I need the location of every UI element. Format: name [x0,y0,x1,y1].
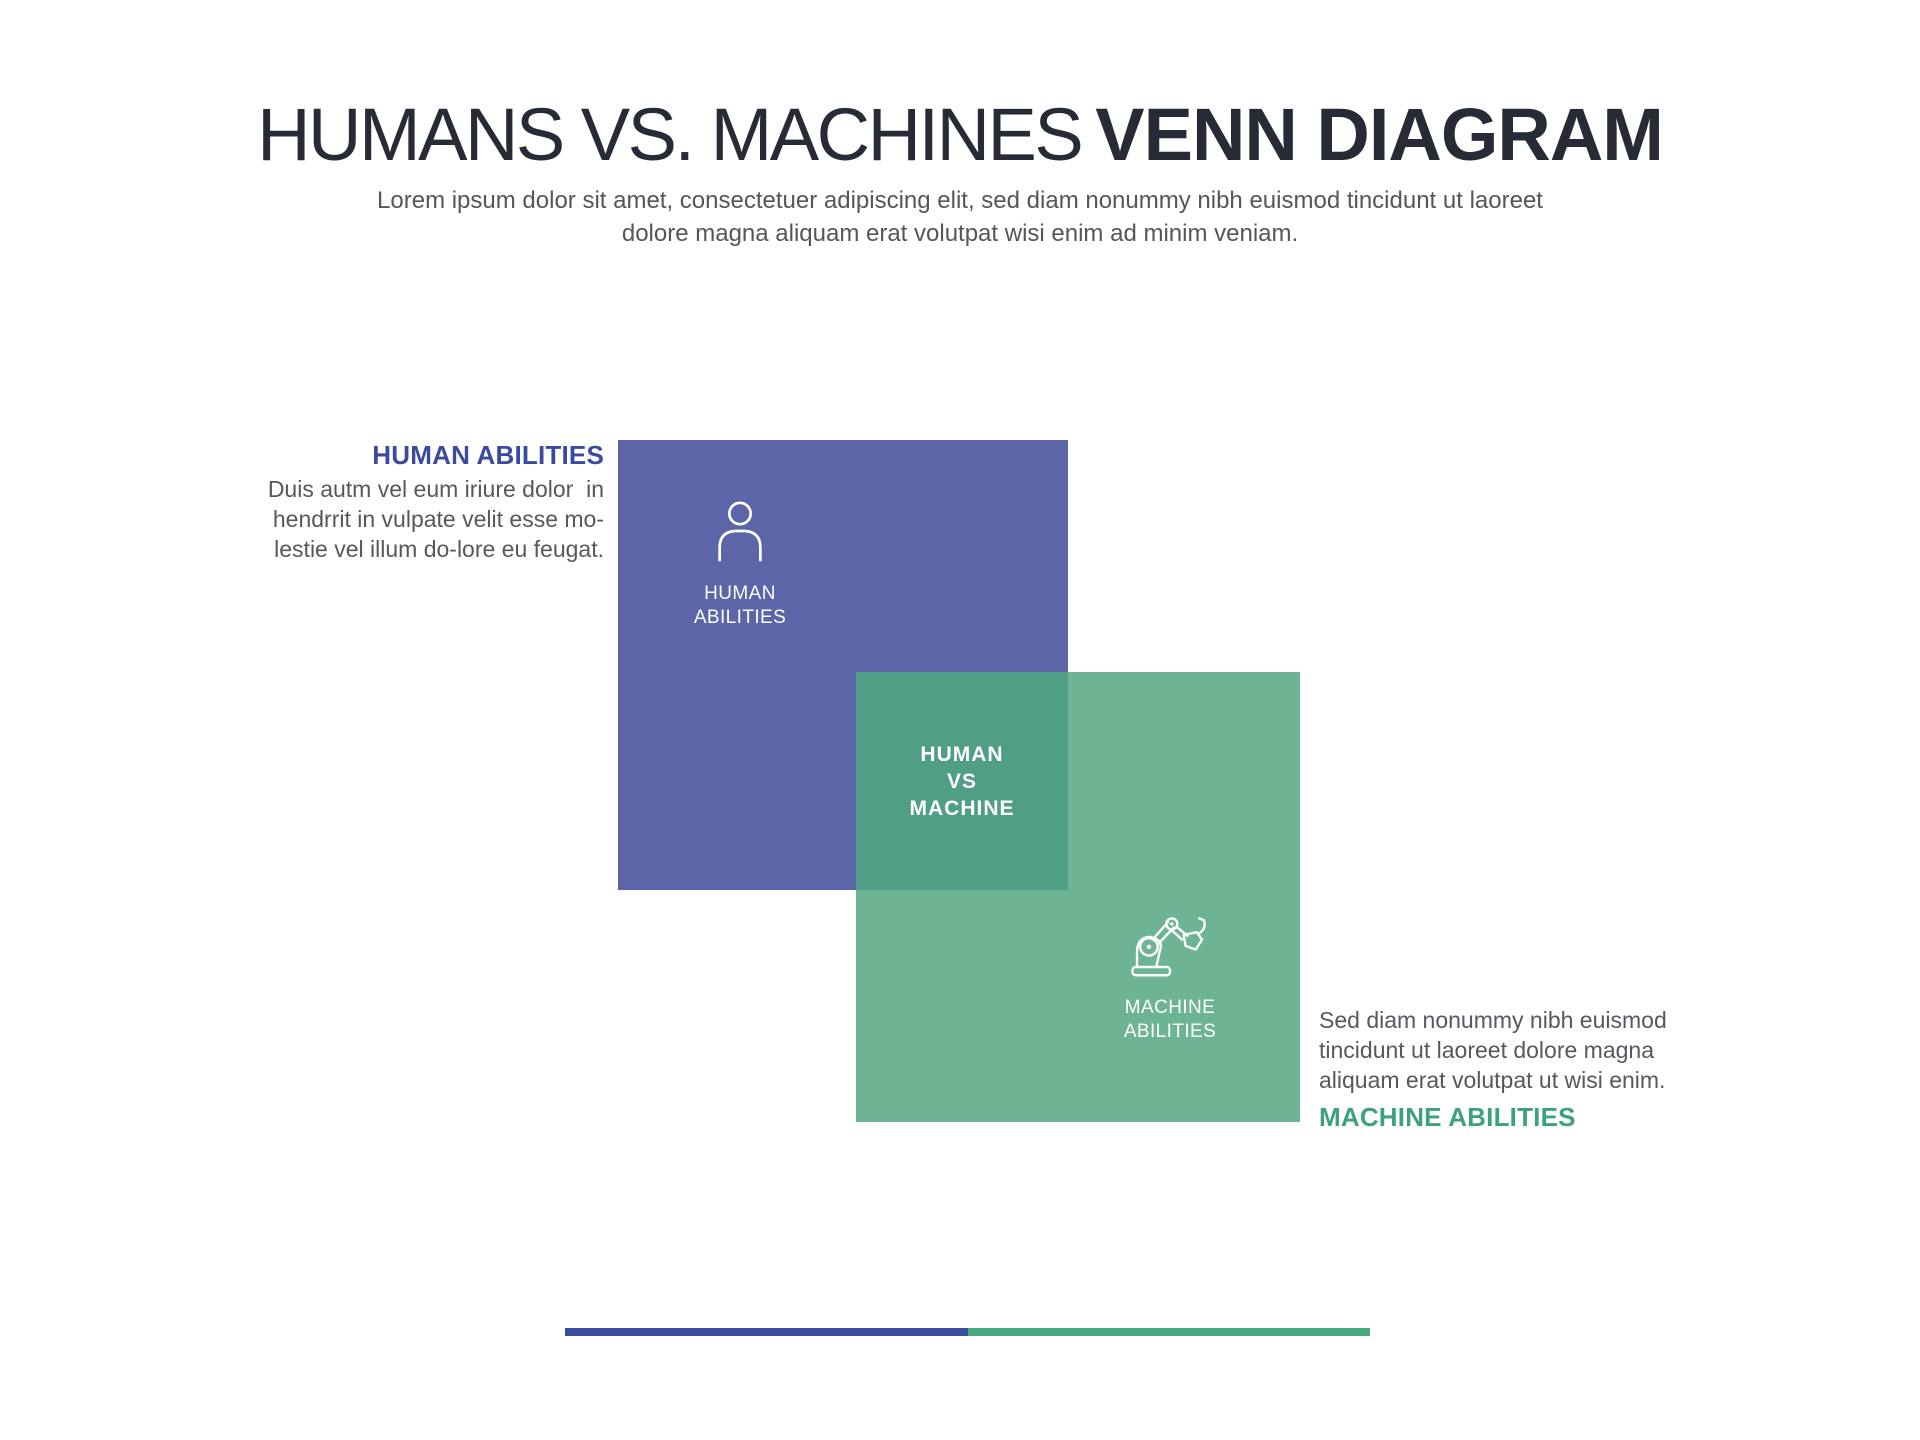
human-abilities-description: Duis autm vel eum iriure dolor in hendrr… [200,474,604,564]
description-line: Duis autm vel eum iriure dolor in [267,476,604,502]
description-line: hendrrit in vulpate velit esse mo- [272,506,604,532]
overlap-label: HUMAN VS MACHINE [910,741,1015,822]
person-icon [709,498,771,564]
machine-square-label-line: MACHINE [1124,997,1216,1018]
page-subtitle-line: dolore magna aliquam erat volutpat wisi … [621,220,1299,247]
human-square-label: HUMAN ABILITIES [645,582,835,630]
overlap-region: HUMAN VS MACHINE [856,672,1068,890]
description-line: tincidunt ut laoreet dolore magna [1319,1037,1654,1063]
page-subtitle: Lorem ipsum dolor sit amet, consectetuer… [0,184,1920,250]
description-line: lestie vel illum do-lore eu feugat. [274,536,604,562]
overlap-label-line: HUMAN [920,742,1004,766]
machine-square-label-line: ABILITIES [1123,1021,1217,1042]
page-subtitle-line: Lorem ipsum dolor sit amet, consectetuer… [377,187,1543,214]
human-abilities-callout: HUMAN ABILITIES Duis autm vel eum iriure… [200,440,604,564]
human-abilities-heading: HUMAN ABILITIES [372,440,604,470]
human-square-label-line: HUMAN [704,583,776,604]
machine-abilities-heading: MACHINE ABILITIES [1319,1102,1576,1132]
footer-divider [565,1328,1370,1336]
human-square-content: HUMAN ABILITIES [645,498,835,630]
machine-square-label: MACHINE ABILITIES [1075,996,1265,1044]
machine-square-content: MACHINE ABILITIES [1075,912,1265,1044]
machine-abilities-description: Sed diam nonummy nibh euismod tincidunt … [1319,1005,1749,1095]
description-line: Sed diam nonummy nibh euismod [1319,1007,1667,1033]
human-square-label-line: ABILITIES [693,607,787,628]
page-title-regular-part: HUMANS VS. MACHINES [257,93,1084,176]
divider-blue-segment [565,1328,968,1336]
page-title-bold-part: VENN DIAGRAM [1095,93,1664,176]
description-line: aliquam erat volutpat ut wisi enim. [1319,1067,1666,1093]
robot-arm-icon [1124,912,1216,978]
overlap-label-line: VS [946,769,977,793]
divider-green-segment [968,1328,1370,1336]
machine-abilities-callout: Sed diam nonummy nibh euismod tincidunt … [1319,1001,1749,1132]
overlap-label-line: MACHINE [909,796,1015,820]
